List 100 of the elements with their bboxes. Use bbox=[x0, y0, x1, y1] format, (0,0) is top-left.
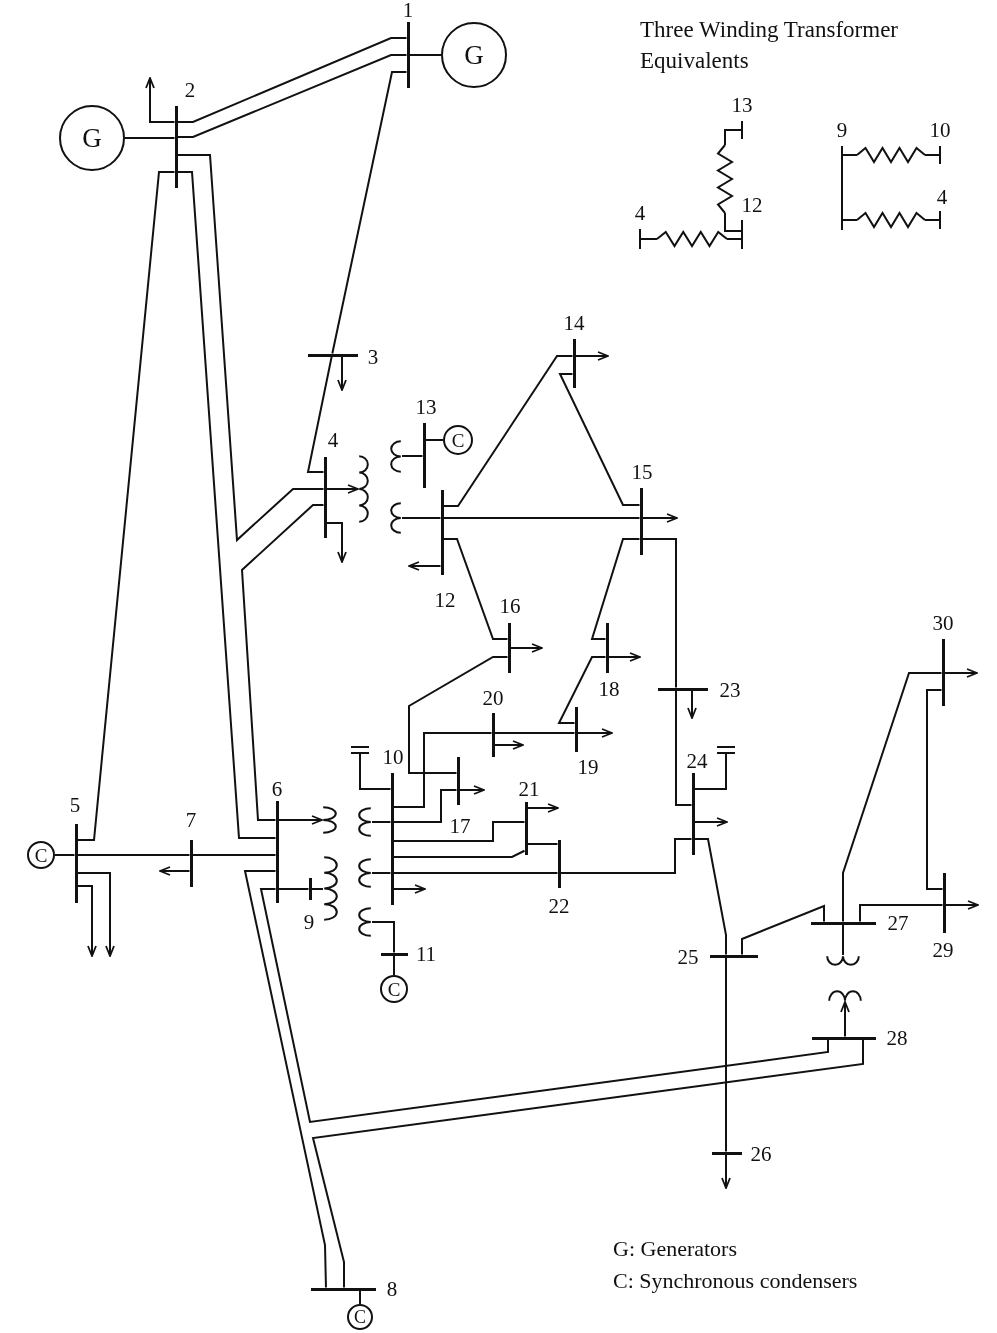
load-arrow bbox=[607, 652, 641, 662]
bus-number: 29 bbox=[932, 939, 954, 961]
load-arrow bbox=[337, 355, 347, 391]
arrow bbox=[325, 484, 359, 494]
connector-line bbox=[243, 870, 327, 1289]
transformer-winding bbox=[358, 807, 372, 837]
connector-line bbox=[176, 54, 408, 138]
bus-number: 12 bbox=[434, 589, 456, 611]
bus-number: 30 bbox=[932, 612, 954, 634]
connector-line bbox=[392, 789, 458, 823]
connector-line bbox=[442, 355, 574, 507]
connector-line bbox=[76, 171, 176, 841]
connector-line bbox=[392, 849, 526, 858]
arrow bbox=[840, 1001, 850, 1038]
bus-number: 4 bbox=[936, 186, 948, 208]
connector-line bbox=[54, 854, 76, 856]
bus-bar bbox=[323, 457, 327, 538]
bus-number: 17 bbox=[449, 815, 471, 837]
connector-line bbox=[590, 538, 641, 640]
bus-bar bbox=[381, 952, 408, 956]
bus-bar bbox=[639, 488, 643, 555]
bus-number: 11 bbox=[415, 943, 437, 965]
load-arrow bbox=[641, 513, 678, 523]
load-arrow bbox=[493, 740, 524, 750]
bus-bar bbox=[812, 1036, 876, 1040]
bus-bar bbox=[74, 824, 78, 903]
load-arrow bbox=[687, 689, 697, 719]
connector-line bbox=[641, 538, 677, 689]
load-arrow bbox=[721, 1153, 731, 1189]
connector-line bbox=[526, 843, 559, 845]
legend-text: C: Synchronous condensers bbox=[613, 1268, 858, 1293]
connector-line bbox=[371, 821, 392, 823]
load-arrow bbox=[145, 77, 176, 123]
bus-number: 8 bbox=[386, 1278, 398, 1300]
bus-number: 23 bbox=[719, 679, 741, 701]
transformer-winding bbox=[323, 856, 338, 921]
bus-number: 13 bbox=[415, 396, 437, 418]
transformer-winding bbox=[358, 858, 372, 888]
connector-line bbox=[371, 872, 392, 874]
bus-bar bbox=[811, 921, 876, 925]
connector-line bbox=[359, 756, 392, 790]
connector-line bbox=[442, 517, 641, 519]
bus-number: 24 bbox=[686, 750, 708, 772]
condenser-symbol: C bbox=[347, 1304, 373, 1330]
connector-line bbox=[124, 137, 176, 139]
connector-line bbox=[191, 854, 277, 856]
load-arrow bbox=[76, 885, 97, 957]
load-arrow bbox=[693, 817, 728, 827]
load-arrow bbox=[392, 884, 426, 894]
bus-bar bbox=[311, 1287, 376, 1291]
bus-bar bbox=[574, 707, 578, 752]
connector-line bbox=[842, 923, 844, 956]
connector-line bbox=[401, 517, 442, 519]
bus-number: 3 bbox=[367, 346, 379, 368]
bus-number: 13 bbox=[731, 94, 753, 116]
bus-number: 14 bbox=[563, 312, 585, 334]
transformer-winding bbox=[390, 502, 402, 534]
bus-number: 22 bbox=[548, 895, 570, 917]
condenser-symbol: C bbox=[380, 975, 408, 1003]
bus-bar bbox=[440, 490, 444, 575]
connector-line bbox=[442, 538, 509, 640]
bus-bar bbox=[941, 639, 945, 706]
bus-number: 15 bbox=[631, 461, 653, 483]
load-arrow bbox=[526, 803, 559, 813]
connector-line bbox=[392, 732, 493, 808]
condenser-symbol: C bbox=[27, 841, 55, 869]
bus-bar bbox=[390, 773, 394, 905]
connector-line bbox=[693, 838, 727, 956]
connector-line bbox=[408, 54, 442, 56]
connector-line bbox=[176, 171, 277, 839]
transformer-winding bbox=[828, 990, 862, 1002]
connector-line bbox=[359, 1289, 361, 1305]
connector-line bbox=[675, 689, 693, 806]
connector-line bbox=[371, 921, 395, 954]
bus-bar bbox=[572, 339, 576, 388]
generator-symbol: G bbox=[59, 105, 125, 171]
bus-bar bbox=[174, 106, 178, 188]
load-arrow bbox=[458, 785, 485, 795]
load-arrow bbox=[943, 668, 978, 678]
connector-line bbox=[926, 689, 944, 890]
bus-number: 26 bbox=[750, 1143, 772, 1165]
bus-number: 20 bbox=[482, 687, 504, 709]
inset-heading: Three Winding Transformer Equivalents bbox=[640, 16, 899, 76]
bus-bar bbox=[456, 757, 460, 805]
transformer-winding bbox=[358, 907, 372, 937]
capacitor-symbol bbox=[717, 745, 735, 757]
bus-bar bbox=[406, 22, 410, 88]
connector-line bbox=[558, 373, 641, 506]
connector-line bbox=[277, 888, 310, 890]
connector-line bbox=[693, 756, 727, 790]
bus-number: 9 bbox=[836, 119, 848, 141]
bus-bar bbox=[308, 353, 358, 357]
bus-number: 21 bbox=[518, 778, 540, 800]
connector-line bbox=[176, 37, 408, 123]
connector-line bbox=[393, 954, 395, 976]
load-arrow bbox=[76, 872, 115, 957]
bus-number: 18 bbox=[598, 678, 620, 700]
transformer-winding bbox=[390, 440, 402, 473]
bus-bar bbox=[712, 1151, 742, 1155]
bus-number: 4 bbox=[327, 429, 339, 451]
